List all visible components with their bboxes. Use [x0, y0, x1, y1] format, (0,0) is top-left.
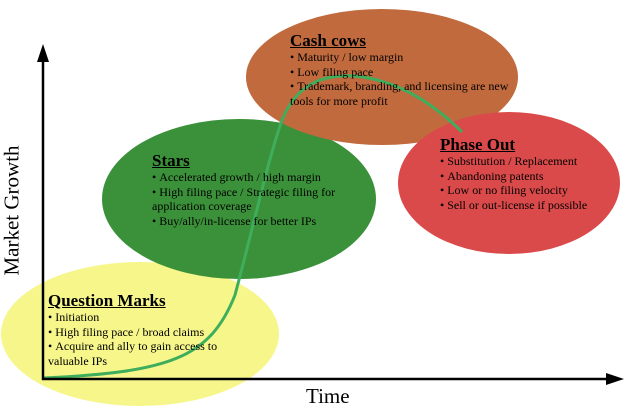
- question-marks-title: Question Marks: [48, 291, 166, 310]
- bullet-item: High filing pace / Strategic filing for …: [152, 185, 367, 214]
- bullet-item: Low filing pace: [290, 65, 520, 80]
- bullet-item: Abandoning patents: [440, 169, 615, 184]
- bullet-item: Accelerated growth / high margin: [152, 170, 367, 185]
- bullet-item: Substitution / Replacement: [440, 154, 615, 169]
- bullet-item: Low or no filing velocity: [440, 183, 615, 198]
- bullet-item: Sell or out-license if possible: [440, 198, 615, 213]
- y-axis-arrowhead: [37, 44, 49, 62]
- bullet-item: Buy/ally/in-license for better IPs: [152, 214, 367, 229]
- stars-bullets: Accelerated growth / high marginHigh fil…: [152, 170, 367, 228]
- x-axis-label: Time: [306, 384, 350, 408]
- x-axis-arrowhead: [606, 373, 624, 385]
- question-marks-bullets: InitiationHigh filing pace / broad claim…: [48, 310, 248, 368]
- y-axis-label: Market Growth: [0, 145, 24, 276]
- cash-cows-bullets: Maturity / low marginLow filing paceTrad…: [290, 50, 520, 108]
- bullet-item: Maturity / low margin: [290, 50, 520, 65]
- stars-label: Stars Accelerated growth / high marginHi…: [152, 151, 367, 228]
- phase-out-bullets: Substitution / ReplacementAbandoning pat…: [440, 154, 615, 212]
- cash-cows-title: Cash cows: [290, 31, 367, 50]
- question-marks-label: Question Marks InitiationHigh filing pac…: [48, 291, 248, 368]
- phase-out-label: Phase Out Substitution / ReplacementAban…: [440, 135, 615, 212]
- bullet-item: Trademark, branding, and licensing are n…: [290, 79, 520, 108]
- stars-title: Stars: [152, 151, 190, 170]
- bullet-item: Acquire and ally to gain access to valua…: [48, 339, 248, 368]
- bullet-item: Initiation: [48, 310, 248, 325]
- phase-out-title: Phase Out: [440, 135, 516, 154]
- bullet-item: High filing pace / broad claims: [48, 325, 248, 340]
- cash-cows-label: Cash cows Maturity / low marginLow filin…: [290, 31, 520, 108]
